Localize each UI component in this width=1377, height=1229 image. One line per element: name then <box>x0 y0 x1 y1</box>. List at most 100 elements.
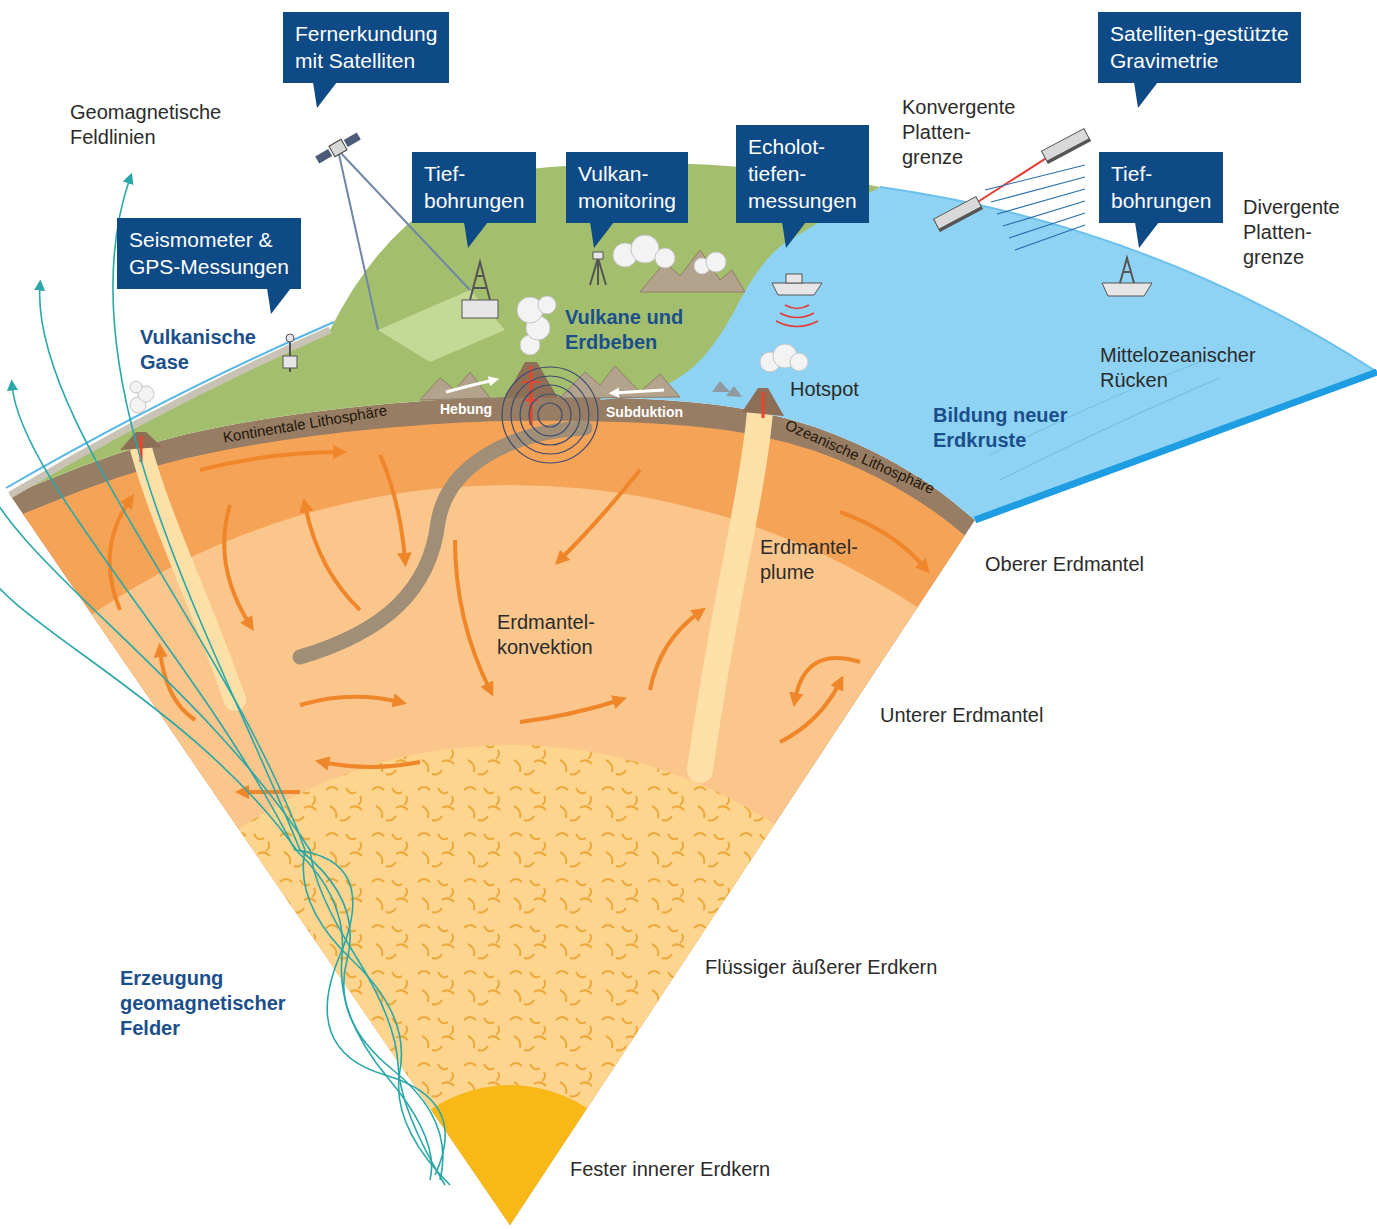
volcano <box>762 392 765 418</box>
text-line: Erdbeben <box>565 330 683 355</box>
seismometer-station <box>283 356 297 368</box>
seismometer-station <box>286 334 294 342</box>
callout-box: Vulkan- monitoring <box>566 152 688 223</box>
mountains <box>420 250 745 400</box>
text-line: geomagnetischer <box>120 991 286 1016</box>
callout-box: Echolot- tiefen- messungen <box>736 125 869 223</box>
echo-sounder-ship <box>776 305 818 327</box>
text-line: Tief- <box>1111 160 1211 187</box>
text-line: tiefen- <box>748 160 857 187</box>
text-line: Platten- <box>1243 220 1340 245</box>
callout-pointer <box>313 82 337 108</box>
text-line: Hotspot <box>790 377 859 402</box>
text-line: Satelliten-gestützte <box>1110 20 1289 47</box>
drilling-ship <box>1120 258 1134 283</box>
text-line: GPS-Messungen <box>129 253 289 280</box>
earthquake-waves <box>511 376 589 454</box>
mantle-convection-arrows <box>200 452 340 470</box>
geomagnetic-field-lines <box>0 560 432 1180</box>
mantle-convection-arrows <box>455 540 490 690</box>
diagram-label: Hebung <box>440 401 492 418</box>
echo-sounder-ship <box>772 274 822 327</box>
text-line: Geomagnetische <box>70 100 221 125</box>
smoke-clouds <box>130 235 808 413</box>
callout-text: Seismometer & GPS-Messungen <box>129 226 289 280</box>
text-line: plume <box>760 560 858 585</box>
text-line: Feldlinien <box>70 125 221 150</box>
text-line: grenze <box>1243 245 1340 270</box>
smoke-clouds <box>655 248 675 268</box>
text-line: Gase <box>140 350 256 375</box>
callout-pointer <box>1134 82 1158 108</box>
diagram-label: Oberer Erdmantel <box>985 552 1144 577</box>
gravimetry-satellites <box>1042 129 1091 164</box>
text-line: Fester innerer Erdkern <box>570 1157 770 1182</box>
callout-text: Fernerkundung mit Satelliten <box>295 20 437 74</box>
text-line: Vulkan- <box>578 160 676 187</box>
ocean-surface <box>1000 378 1220 480</box>
text-line: bohrungen <box>424 187 524 214</box>
seismometer-station <box>283 334 297 372</box>
callout-pointer <box>1135 222 1159 248</box>
echo-sounder-ship <box>786 274 802 283</box>
earthquake-waves <box>520 385 580 445</box>
callout-pointer <box>782 222 806 248</box>
plate-motion-arrows <box>446 380 664 393</box>
continent-surface <box>378 290 505 362</box>
text-line: Rücken <box>1100 368 1256 393</box>
gravimetry-satellites <box>934 197 983 232</box>
callout-box: Fernerkundung mit Satelliten <box>283 12 449 83</box>
gravimetry-satellites <box>939 206 983 231</box>
earthquake-waves <box>502 367 598 463</box>
callout-box: Satelliten-gestützte Gravimetrie <box>1098 12 1301 83</box>
text-line: Hebung <box>440 401 492 418</box>
callout-pointer <box>590 222 614 248</box>
callout-box: Seismometer & GPS-Messungen <box>117 218 301 289</box>
drill-rig <box>470 262 490 300</box>
drill-rig <box>462 262 498 318</box>
mantle-convection-arrows <box>224 505 250 625</box>
echo-sounder-ship <box>772 283 822 295</box>
text-line: Oberer Erdmantel <box>985 552 1144 577</box>
text-line: Echolot- <box>748 133 857 160</box>
smoke-clouds <box>790 353 808 371</box>
smoke-clouds <box>538 296 556 314</box>
mountains <box>420 372 490 400</box>
text-line: Fernerkundung <box>295 20 437 47</box>
diagram-label: Erdmantel- plume <box>760 535 858 585</box>
callout-pointer <box>313 82 337 108</box>
geomagnetic-field-lines <box>113 178 443 1180</box>
text-line: Flüssiger äußerer Erdkern <box>705 955 937 980</box>
text-line: Erdmantel- <box>760 535 858 560</box>
callout-box: Tief- bohrungen <box>412 152 536 223</box>
mantle-plume <box>140 445 235 700</box>
geomagnetic-field-lines <box>0 470 445 1185</box>
mantle-plume <box>700 412 760 770</box>
volcano-monitor-station <box>590 252 606 285</box>
gravimetry-satellites <box>1042 129 1091 164</box>
outer-core <box>30 745 990 1229</box>
diagram-label: Subduktion <box>606 404 683 421</box>
callout-pointer <box>590 222 614 248</box>
earth-interior <box>0 380 1250 1229</box>
drilling-ship <box>1102 258 1152 296</box>
plate-motion-arrows <box>446 380 494 392</box>
mantle-convection-arrows <box>520 700 620 722</box>
callout-text: Tief- bohrungen <box>1111 160 1211 214</box>
diagram-label: Unterer Erdmantel <box>880 703 1043 728</box>
diagram-label: Erzeugung geomagnetischer Felder <box>120 966 286 1041</box>
diagram-label: Bildung neuer Erdkruste <box>933 403 1067 453</box>
callout-box: Tief- bohrungen <box>1099 152 1223 223</box>
earthquake-waves <box>529 394 571 436</box>
remote-sensing-satellite <box>344 133 361 147</box>
callout-pointer <box>267 288 291 314</box>
text-line: Felder <box>120 1016 286 1041</box>
diagram-label: Mittelozeanischer Rücken <box>1100 343 1256 393</box>
text-line: Unterer Erdmantel <box>880 703 1043 728</box>
diagram-label: Flüssiger äußerer Erdkern <box>705 955 937 980</box>
mantle-convection-arrows <box>560 470 640 560</box>
remote-sensing-satellite <box>314 131 362 165</box>
volcano <box>120 362 784 462</box>
drill-rig <box>462 300 498 318</box>
smoke-clouds <box>130 381 142 393</box>
